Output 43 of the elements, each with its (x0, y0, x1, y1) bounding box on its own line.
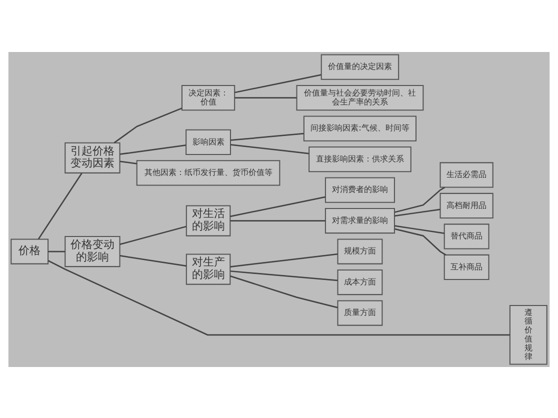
node-box: 直接影响因素：供求关系 (308, 146, 412, 172)
connector (394, 224, 444, 234)
node-box: 高档耐用品 (440, 192, 494, 218)
connector (230, 220, 326, 221)
connector (394, 208, 440, 216)
connector (230, 143, 309, 154)
node-box: 规模方面 (337, 238, 383, 264)
connector (120, 225, 186, 244)
connector (48, 260, 510, 336)
node-box: 互补商品 (444, 254, 490, 280)
connector (230, 270, 338, 281)
node-box: 决定因素：价值 (181, 84, 236, 110)
node-box: 对消费者的影响 (324, 176, 395, 202)
connector (230, 274, 338, 308)
connector (120, 144, 186, 154)
node-box: 间接影响因素:气候、时间等 (303, 115, 417, 141)
connector (114, 107, 182, 143)
connector (234, 74, 322, 93)
node-box: 替代商品 (444, 223, 490, 249)
connector (120, 160, 137, 164)
node-box: 影响因素 (186, 128, 231, 154)
connector (230, 196, 326, 217)
node-box: 价值量与社会必要劳动时间、社会生产率的关系 (296, 84, 424, 110)
node-box: 价格变动的影响 (64, 235, 120, 267)
node-box: 引起价格变动因素 (64, 142, 120, 173)
node-box: 对生产的影响 (186, 253, 231, 284)
connector (120, 254, 186, 266)
connector (38, 172, 82, 239)
node-box: 对生活的影响 (186, 204, 231, 236)
node-box: 成本方面 (337, 268, 383, 295)
node-box: 生活必需品 (440, 162, 494, 188)
node-box: 对需求量的影响 (324, 207, 395, 234)
connector (48, 250, 66, 252)
node-box: 其他因素：纸币发行量、货币价值等 (136, 160, 280, 186)
connector (230, 252, 338, 267)
connector (230, 132, 304, 140)
node-box: 遵循价值规律 (509, 304, 548, 364)
connector (394, 228, 446, 255)
node-box: 质量方面 (337, 300, 383, 326)
node-box: 价格 (10, 238, 49, 264)
connector (394, 186, 446, 212)
connector (234, 96, 297, 98)
node-box: 价值量的决定因素 (320, 54, 400, 80)
